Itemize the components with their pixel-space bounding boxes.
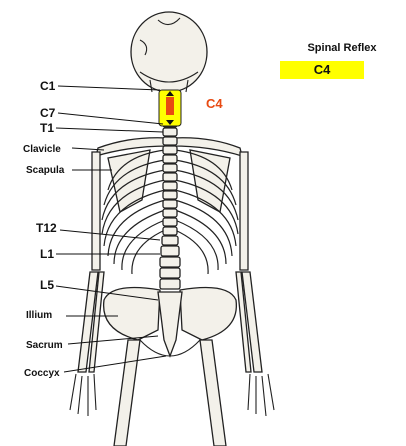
label-clavicle: Clavicle bbox=[23, 144, 61, 155]
leader-sacrum bbox=[67, 335, 159, 345]
label-l5: L5 bbox=[40, 278, 54, 292]
label-coccyx: Coccyx bbox=[24, 368, 60, 379]
rib-cage bbox=[101, 149, 239, 275]
scapulae bbox=[107, 149, 231, 213]
c4-up-arrow-icon bbox=[166, 91, 174, 96]
label-illium: Illium bbox=[26, 310, 52, 321]
leader-t12 bbox=[59, 229, 161, 241]
c4-down-arrow-icon bbox=[166, 120, 174, 125]
label-l1: L1 bbox=[40, 247, 54, 261]
label-t1: T1 bbox=[40, 121, 54, 135]
label-c7: C7 bbox=[40, 106, 56, 120]
label-c1: C1 bbox=[40, 79, 56, 93]
leader-coccyx bbox=[63, 355, 167, 373]
leader-c7 bbox=[57, 112, 164, 125]
legend-value-badge: C4 bbox=[280, 61, 364, 79]
leader-c1 bbox=[57, 85, 161, 91]
leader-clavicle bbox=[71, 147, 105, 151]
pelvis bbox=[103, 286, 237, 358]
label-t12: T12 bbox=[36, 221, 57, 235]
arms bbox=[69, 151, 275, 417]
legend-title: Spinal Reflex bbox=[307, 42, 377, 54]
label-scapula: Scapula bbox=[26, 165, 65, 176]
label-sacrum: Sacrum bbox=[26, 340, 63, 351]
c4-marker-label: C4 bbox=[206, 96, 223, 111]
anatomy-labels: C1 C7 T1 Clavicle Scapula T12 L1 L5 Illi… bbox=[23, 79, 167, 379]
legs bbox=[113, 339, 227, 446]
c4-highlight: C4 bbox=[158, 89, 223, 127]
c4-red-bar bbox=[166, 97, 174, 115]
skull bbox=[130, 11, 208, 93]
leader-t1 bbox=[55, 127, 164, 133]
leader-l5 bbox=[55, 285, 159, 301]
